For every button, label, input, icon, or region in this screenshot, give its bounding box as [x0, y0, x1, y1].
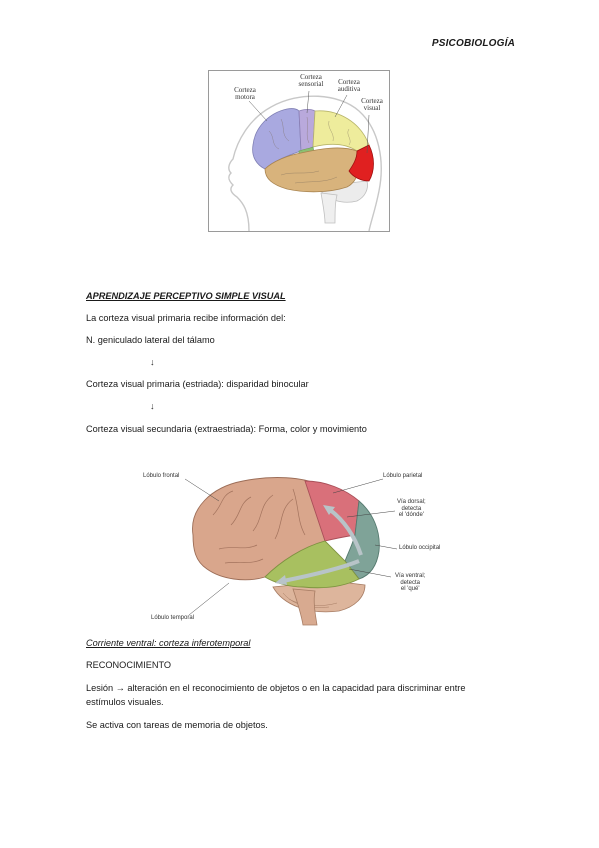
label-lobulo-frontal: Lóbulo frontal	[143, 473, 180, 479]
gyri-detail	[268, 116, 351, 184]
step-geniculado: N. geniculado lateral del tálamo	[86, 335, 215, 345]
cerebellum-2	[272, 580, 366, 613]
leader-temporal	[188, 582, 230, 616]
arrow-down-1: ↓	[150, 357, 155, 367]
lesion-text-line2: estímulos visuales.	[86, 697, 164, 707]
leader-visual	[366, 114, 370, 154]
leader-auditiva	[334, 94, 348, 118]
region-lobulo-occipital	[344, 500, 380, 580]
dorsal-arrowhead	[323, 505, 335, 515]
leader-occipital	[374, 544, 398, 550]
brain-stem-2	[292, 588, 318, 626]
label-lobulo-occipital: Lóbulo occipital	[399, 545, 441, 551]
step-corteza-primaria: Corteza visual primaria (estriada): disp…	[86, 379, 309, 389]
brain-pathways-figure: Lóbulo frontal Lóbulo parietal Vía dorsa…	[133, 465, 465, 628]
section-title-corriente-ventral: Corriente ventral: corteza inferotempora…	[86, 638, 251, 648]
page-header-course: PSICOBIOLOGÍA	[431, 38, 515, 49]
heading-reconocimiento: RECONOCIMIENTO	[86, 660, 172, 670]
ventral-pathway-arrow	[282, 559, 360, 583]
label-lobulo-temporal: Lóbulo temporal	[151, 615, 195, 621]
region-corteza-sensorial	[298, 109, 316, 152]
intro-text: La corteza visual primaria recibe inform…	[86, 313, 286, 323]
dorsal-pathway-arrow	[327, 507, 363, 556]
leader-motora	[248, 100, 268, 122]
head-outline	[228, 95, 382, 232]
region-lobulo-temporal-2	[264, 540, 360, 589]
lesion-text-line1: Lesión → alteración en el reconocimiento…	[86, 683, 466, 693]
section-title-aprendizaje: APRENDIZAJE PERCEPTIVO SIMPLE VISUAL	[86, 291, 286, 301]
brain-stem	[320, 192, 338, 224]
step-corteza-secundaria: Corteza visual secundaria (extraestriada…	[86, 424, 367, 434]
leader-dorsal	[346, 510, 396, 518]
leader-ventral	[348, 568, 392, 578]
label-lobulo-parietal: Lóbulo parietal	[383, 473, 423, 479]
brain-cortex-illustration	[228, 90, 382, 232]
leader-frontal	[184, 478, 220, 502]
leader-sensorial	[306, 90, 310, 114]
region-corteza-auditiva	[312, 110, 370, 152]
gyri-detail-2	[212, 488, 306, 564]
leader-parietal	[332, 478, 384, 494]
ventral-arrowhead	[275, 575, 287, 585]
brain-pathways-illustration	[184, 477, 398, 626]
region-corteza-visual	[348, 144, 374, 182]
activation-text: Se activa con tareas de memoria de objet…	[86, 720, 268, 730]
arrow-down-2: ↓	[150, 401, 155, 411]
